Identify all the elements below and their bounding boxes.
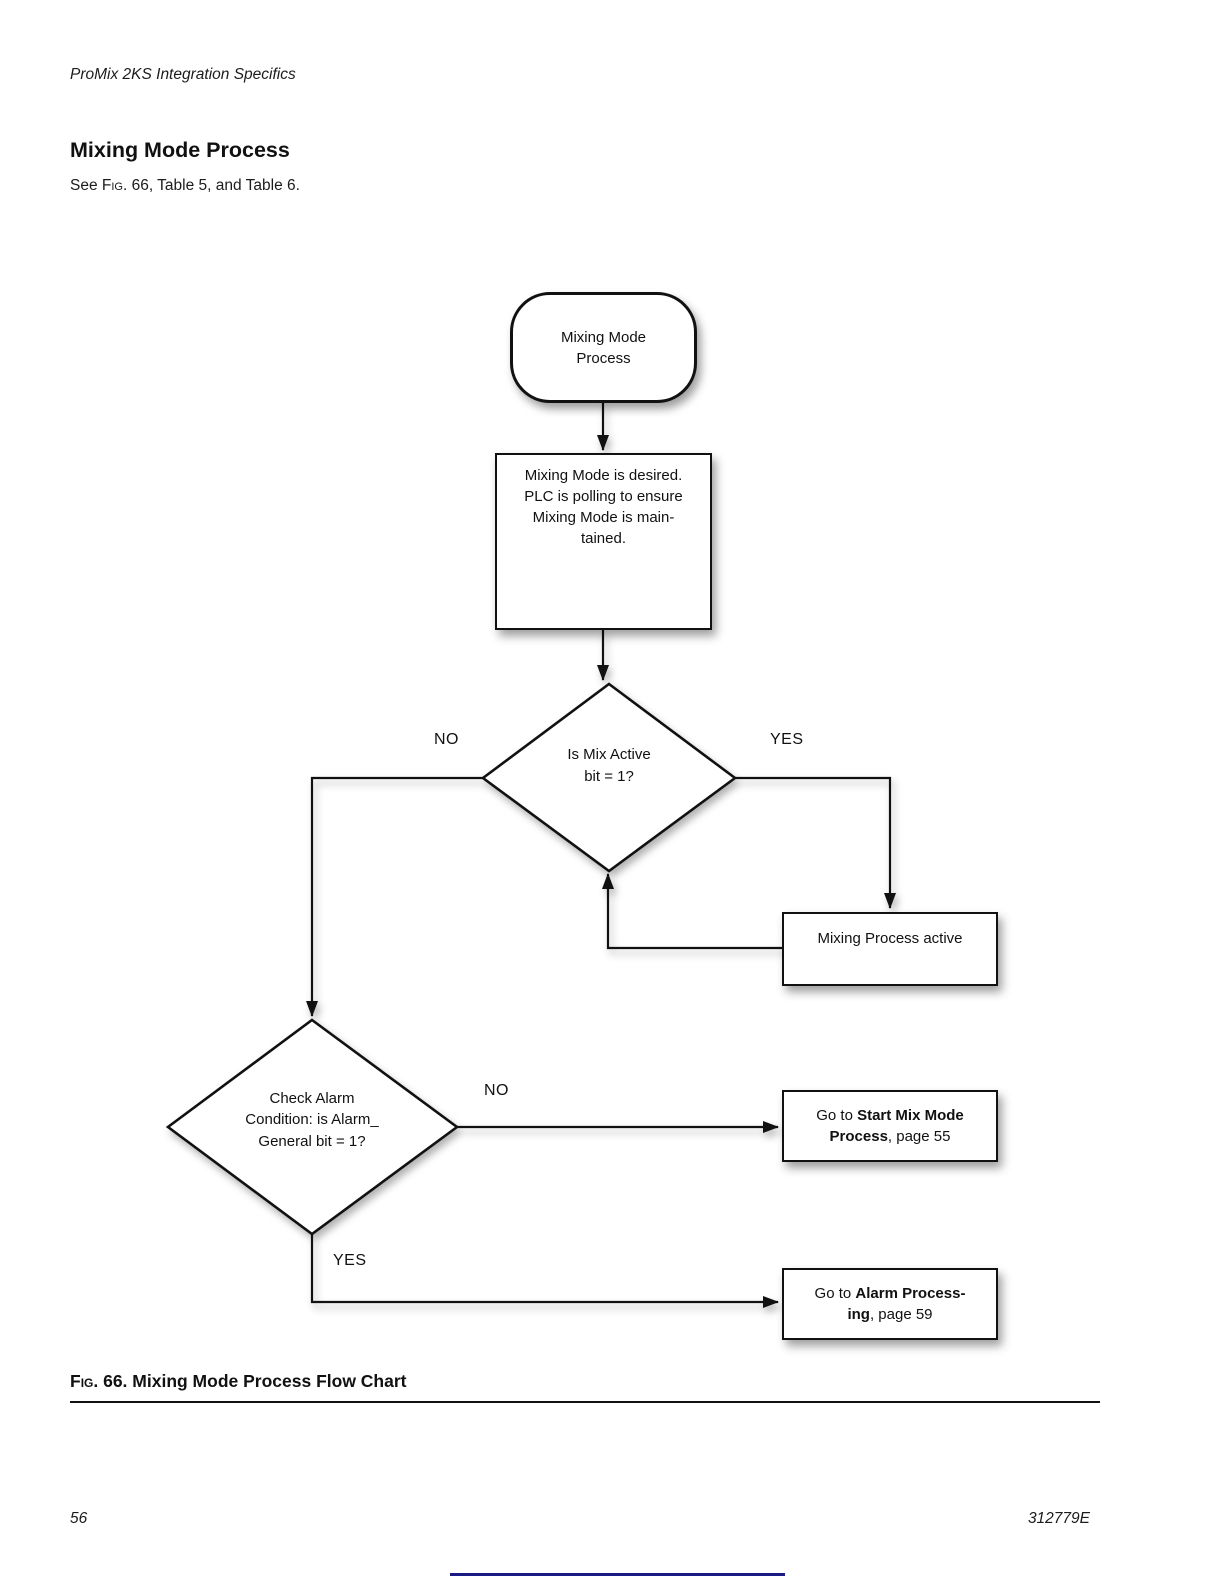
start-terminator-line: Process: [576, 349, 631, 367]
footer-link-rule: [450, 1573, 785, 1576]
process-box-line: PLC is polling to ensure: [524, 488, 683, 505]
intro-pre: See: [70, 177, 102, 194]
goto-alarm-bold2: ing: [847, 1306, 870, 1323]
decision-text-line: Check Alarm: [269, 1089, 355, 1107]
goto-start-mix-mode-box: Go to Start Mix Mode Process, page 55: [782, 1090, 998, 1162]
process-box-line: Mixing Mode is main-: [532, 509, 675, 526]
decision-check-alarm-text: Check Alarm Condition: is Alarm_ General…: [200, 1053, 424, 1187]
mixing-process-active-label: Mixing Process active: [817, 930, 963, 947]
decision-diamond-is-mix-active: [480, 682, 738, 873]
decision-is-mix-active-text: Is Mix Active bit = 1?: [500, 688, 718, 843]
goto-alarm-processing-box: Go to Alarm Process- ing, page 59: [782, 1268, 998, 1340]
edge-label-mix-no: NO: [434, 731, 459, 748]
footer-page-number: 56: [70, 1510, 88, 1527]
connector-alarm-yes-to-goto-alarm: [310, 1234, 779, 1308]
decision-text-line: bit = 1?: [584, 767, 634, 785]
goto-start-line1: Go to Start Mix Mode: [784, 1105, 996, 1126]
goto-start-post: , page 55: [887, 1128, 951, 1145]
page-title: Mixing Mode Process: [70, 138, 290, 162]
edge-label-mix-yes: YES: [770, 731, 804, 748]
goto-start-bold1: Start Mix Mode: [857, 1107, 964, 1124]
figure-reference: Fig.: [101, 177, 128, 194]
footer-doc-number: 312779E: [1027, 1510, 1090, 1527]
mixing-process-active-box: Mixing Process active: [782, 912, 998, 986]
edge-label-alarm-no: NO: [484, 1082, 509, 1099]
goto-alarm-line1: Go to Alarm Process-: [784, 1283, 996, 1304]
goto-alarm-post: , page 59: [869, 1306, 933, 1323]
intro-text: See Fig. 66, Table 5, and Table 6.: [70, 177, 300, 195]
goto-alarm-line2: ing, page 59: [784, 1304, 996, 1325]
goto-start-pre: Go to: [816, 1107, 858, 1124]
process-box-line: tained.: [580, 530, 627, 547]
caption-rule: [70, 1401, 1100, 1403]
decision-diamond-check-alarm: [165, 1018, 460, 1236]
process-box-line: Mixing Mode is desired.: [524, 467, 683, 484]
intro-rest: 66, Table 5, and Table 6.: [127, 177, 300, 194]
figure-caption-fig: Fig. 66.: [70, 1371, 128, 1391]
start-terminator: Mixing Mode Process: [510, 292, 697, 403]
decision-text-line: General bit = 1?: [258, 1132, 366, 1150]
goto-alarm-pre: Go to: [814, 1285, 856, 1302]
running-header: ProMix 2KS Integration Specifics: [70, 66, 296, 83]
process-box-mixing-mode-desired: Mixing Mode is desired. PLC is polling t…: [495, 453, 712, 630]
connector-no-to-alarm-decision: [306, 776, 483, 1017]
connector-active-feedback: [602, 873, 782, 950]
edge-label-alarm-yes: YES: [333, 1252, 367, 1269]
goto-alarm-bold1: Alarm Process-: [855, 1285, 966, 1302]
figure-caption: Fig. 66. Mixing Mode Process Flow Chart: [70, 1371, 407, 1392]
decision-text-line: Condition: is Alarm_: [245, 1111, 379, 1129]
goto-start-bold2: Process: [829, 1128, 888, 1145]
figure-caption-rest: Mixing Mode Process Flow Chart: [127, 1371, 407, 1391]
decision-text-line: Is Mix Active: [567, 746, 651, 763]
start-terminator-line: Mixing Mode: [560, 328, 647, 346]
goto-start-line2: Process, page 55: [784, 1126, 996, 1147]
connector-yes-to-active-box: [735, 776, 896, 909]
